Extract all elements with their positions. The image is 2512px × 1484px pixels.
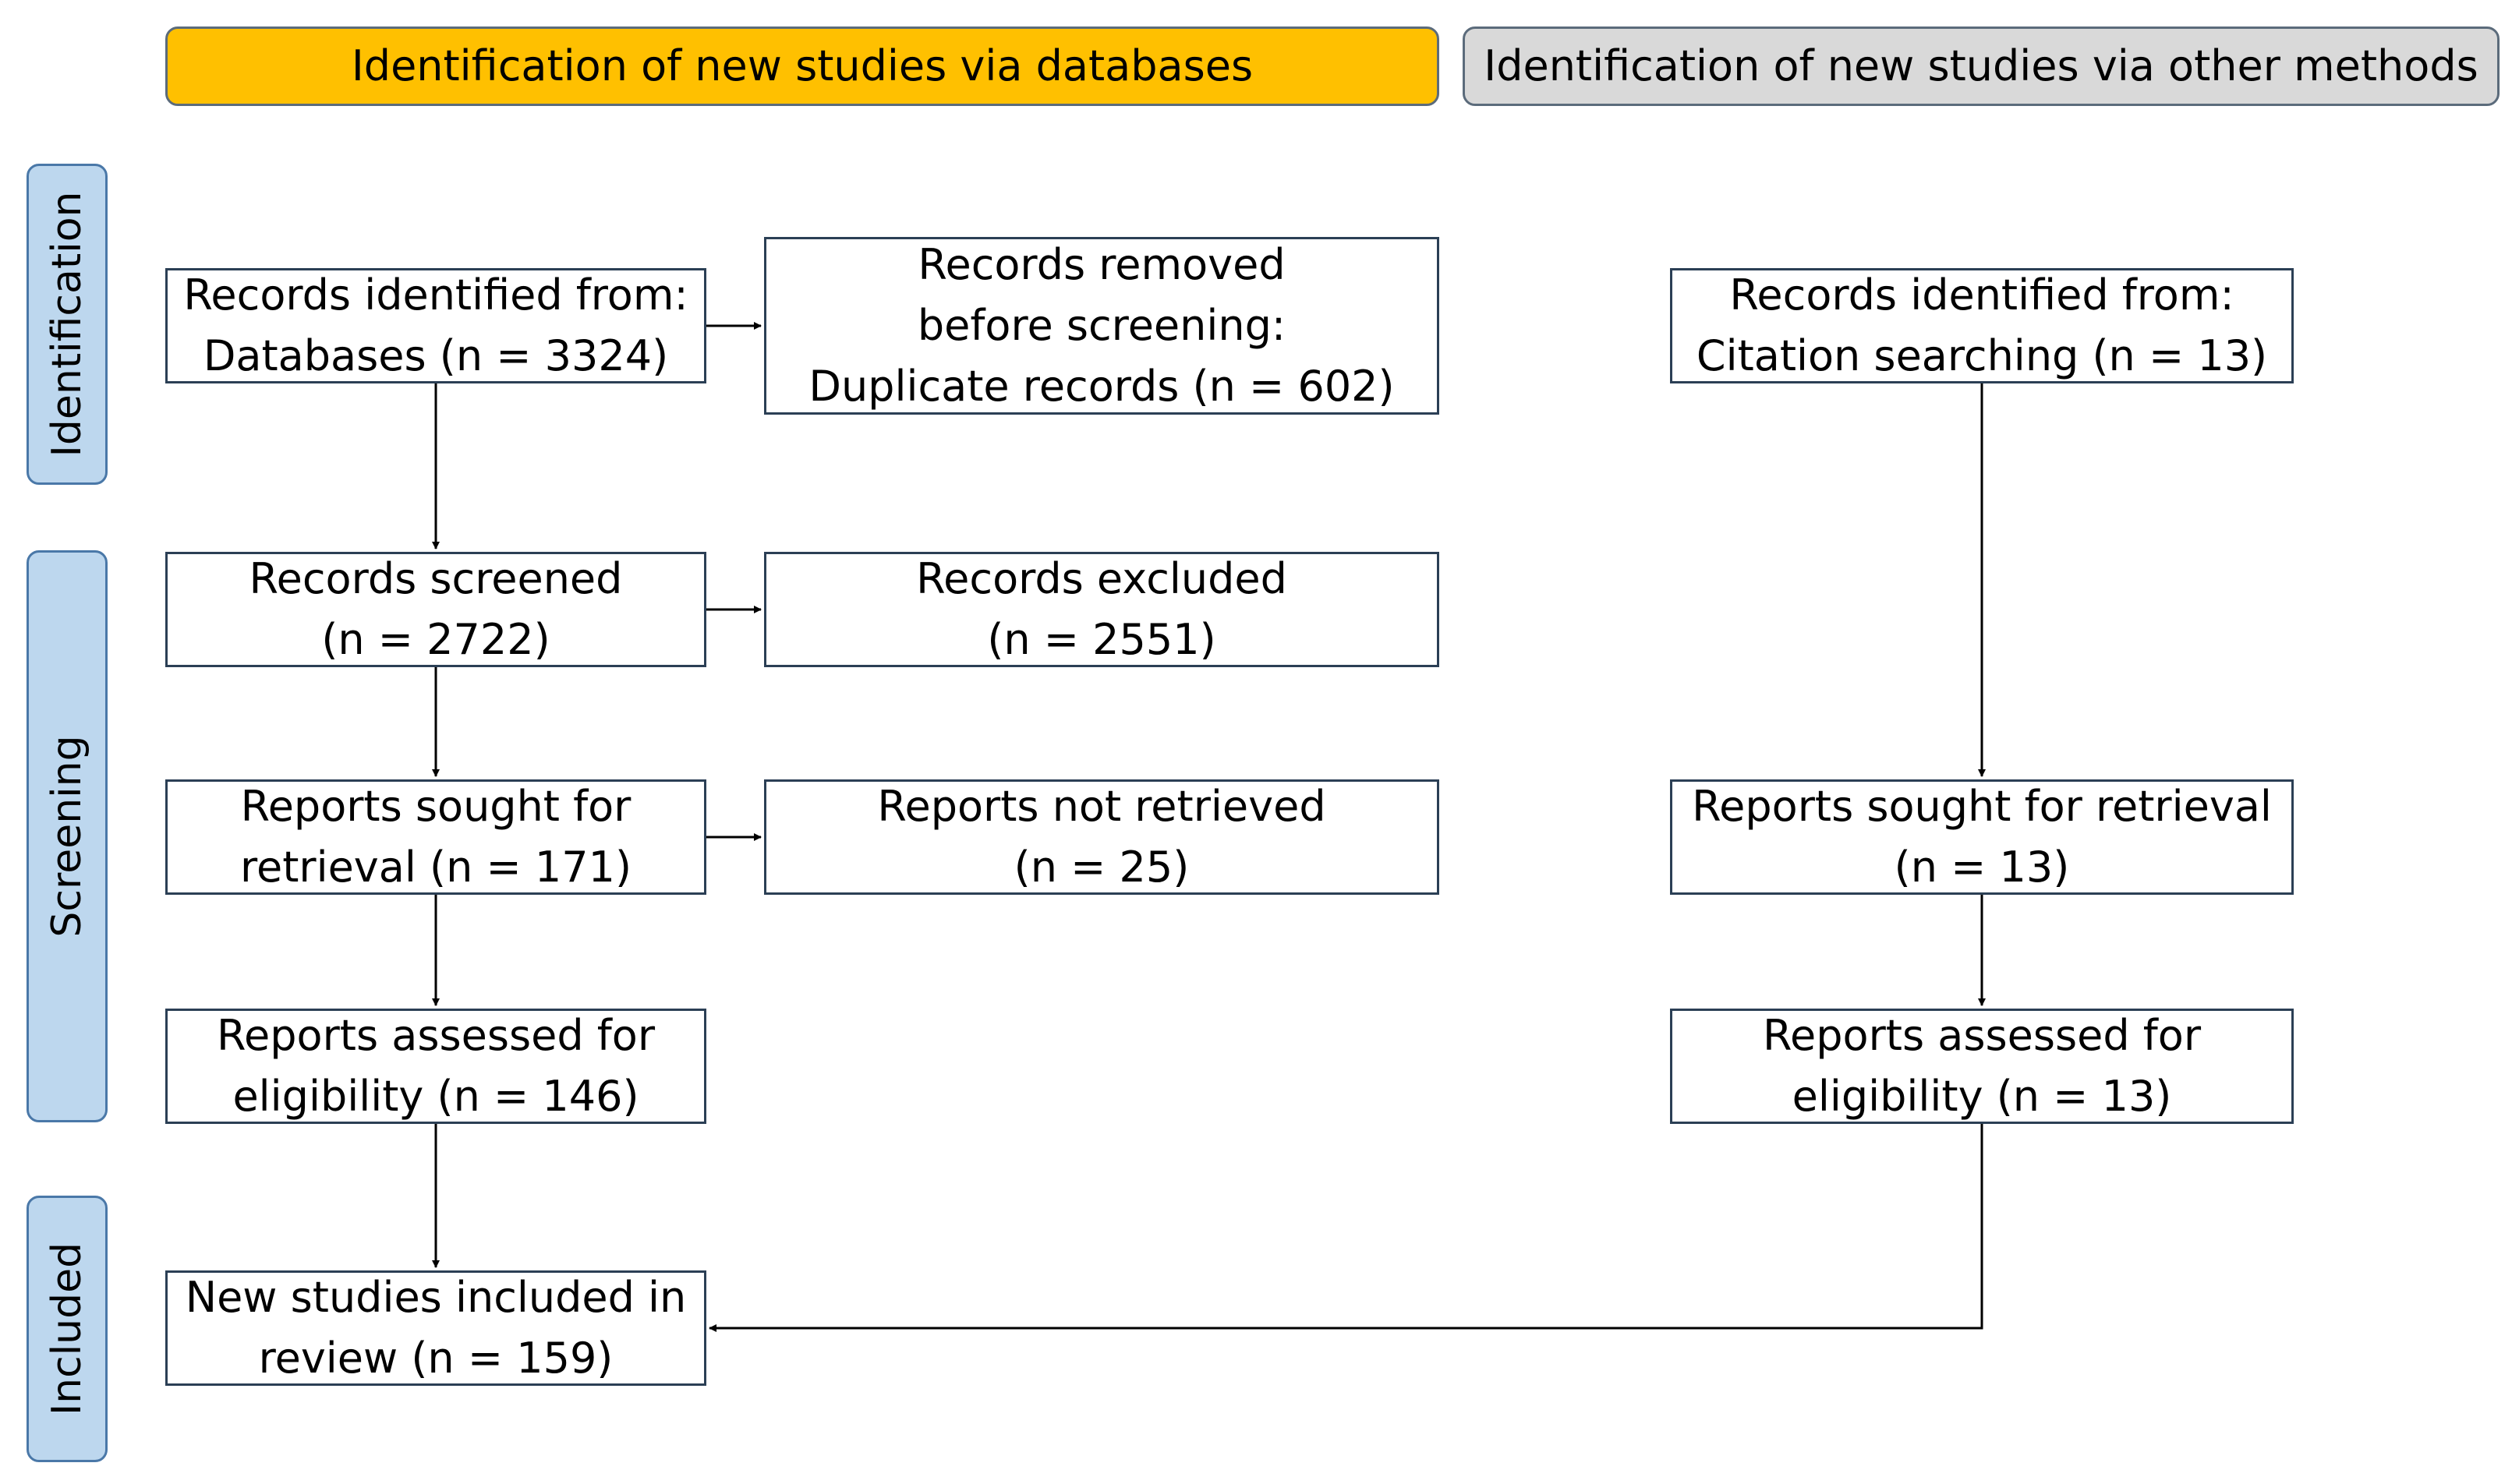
box-line: Databases (n = 3324) (203, 331, 669, 380)
stage-screening: Screening (27, 550, 108, 1122)
stage-included: Included (27, 1196, 108, 1462)
box-other-reports-sought: Reports sought for retrieval (n = 13) (1670, 779, 2294, 895)
box-db-records-identified: Records identified from: Databases (n = … (165, 268, 706, 383)
box-line: Reports assessed for (216, 1011, 656, 1060)
box-line: (n = 2722) (321, 615, 550, 664)
box-line: New studies included in (185, 1273, 687, 1322)
box-db-reports-assessed: Reports assessed for eligibility (n = 14… (165, 1009, 706, 1124)
box-line: (n = 2551) (987, 615, 1216, 664)
header-databases: Identification of new studies via databa… (165, 26, 1439, 106)
box-records-excluded: Records excluded (n = 2551) (764, 552, 1439, 667)
header-other-methods: Identification of new studies via other … (1463, 26, 2500, 106)
box-records-removed: Records removed before screening: Duplic… (764, 237, 1439, 415)
stage-identification: Identification (27, 164, 108, 485)
box-other-records-identified: Records identified from: Citation search… (1670, 268, 2294, 383)
box-line: Records removed (918, 240, 1286, 289)
box-db-reports-sought: Reports sought for retrieval (n = 171) (165, 779, 706, 895)
box-line: Duplicate records (n = 602) (808, 362, 1395, 411)
box-line: Reports sought for retrieval (1692, 782, 2272, 831)
box-line: Records screened (249, 554, 623, 603)
box-other-reports-assessed: Reports assessed for eligibility (n = 13… (1670, 1009, 2294, 1124)
box-line: Reports sought for (240, 782, 632, 831)
box-line: Records identified from: (1729, 270, 2234, 320)
box-line: review (n = 159) (258, 1334, 614, 1383)
box-line: before screening: (917, 301, 1286, 350)
box-line: Citation searching (n = 13) (1696, 331, 2268, 380)
arrow-other-assessed-to-included (709, 1124, 1983, 1332)
box-line: Records excluded (916, 554, 1287, 603)
box-reports-not-retrieved: Reports not retrieved (n = 25) (764, 779, 1439, 895)
box-line: Records identified from: (183, 270, 688, 320)
box-line: eligibility (n = 146) (232, 1072, 639, 1121)
box-line: retrieval (n = 171) (239, 843, 632, 892)
box-line: eligibility (n = 13) (1792, 1072, 2172, 1121)
box-line: (n = 13) (1894, 843, 2070, 892)
box-line: Reports assessed for (1762, 1011, 2202, 1060)
box-records-screened: Records screened (n = 2722) (165, 552, 706, 667)
box-line: Reports not retrieved (877, 782, 1326, 831)
box-new-studies-included: New studies included in review (n = 159) (165, 1270, 706, 1386)
box-line: (n = 25) (1014, 843, 1190, 892)
